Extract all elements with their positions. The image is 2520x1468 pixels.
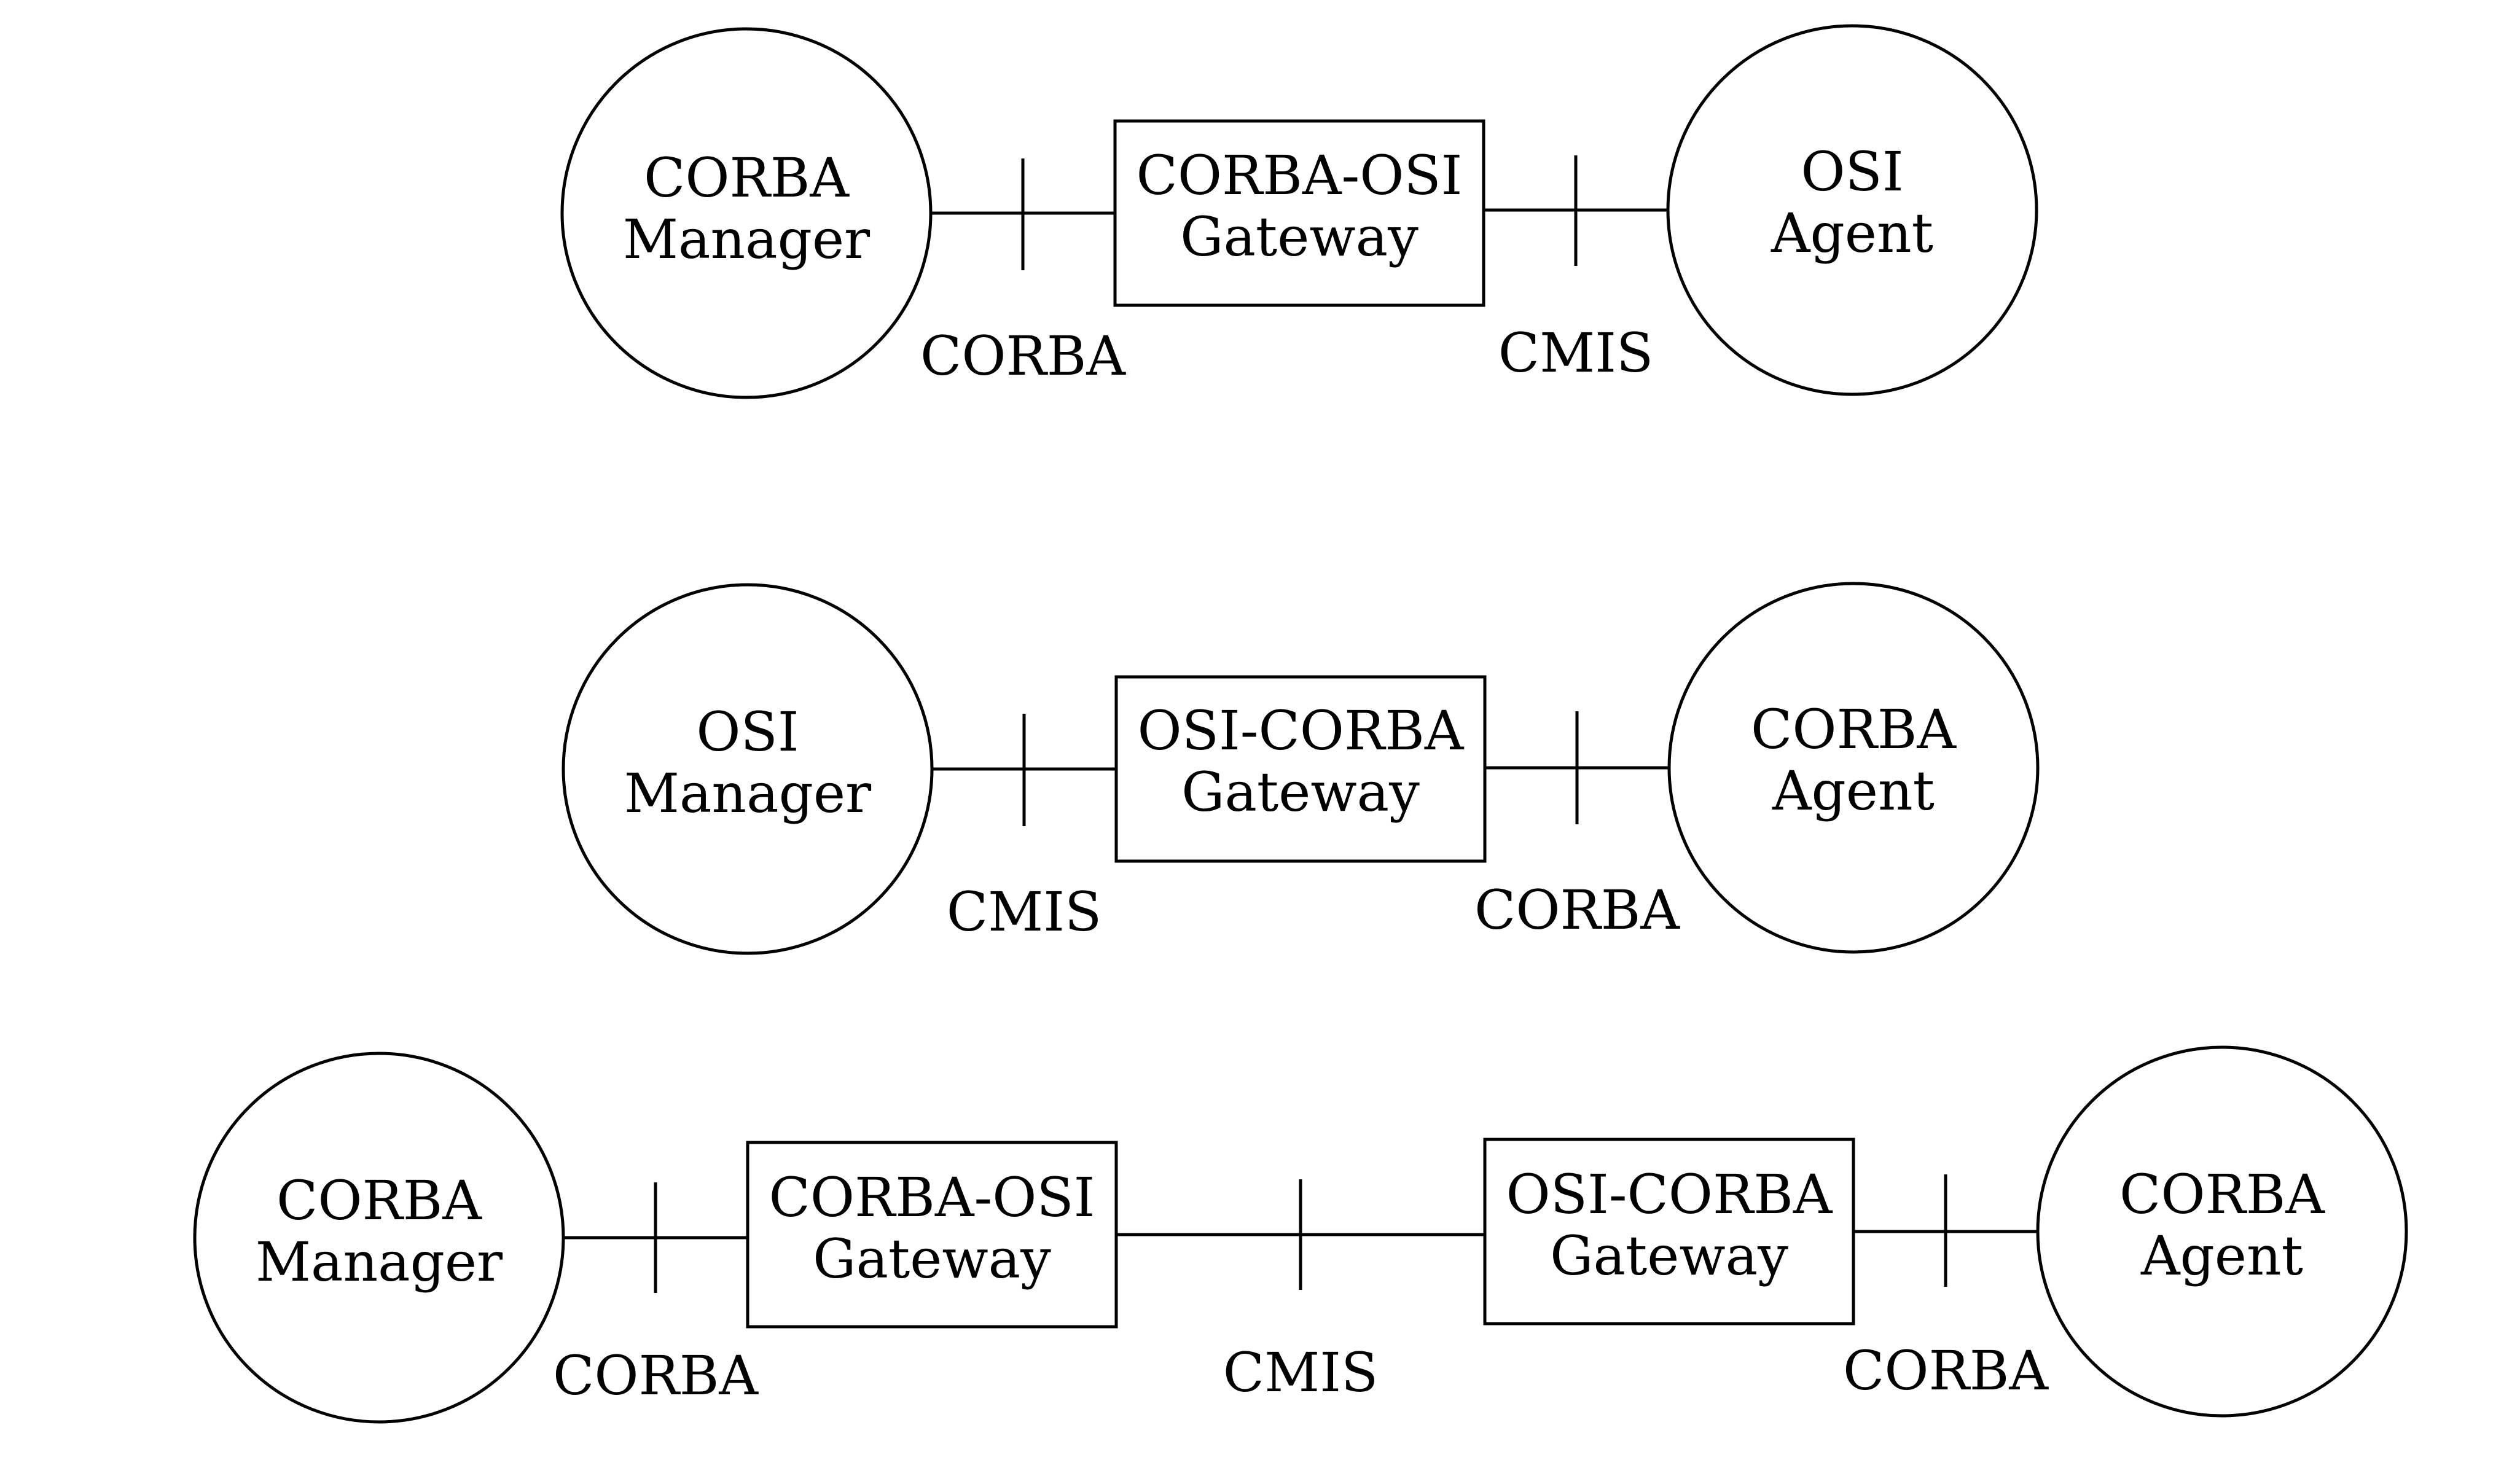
protocol-label: CMIS bbox=[1498, 321, 1653, 385]
gateway-label-line1: OSI-CORBA bbox=[1506, 1163, 1833, 1226]
corba-agent-node bbox=[2036, 1045, 2408, 1418]
node-label-line2: Manager bbox=[624, 762, 872, 825]
row-1-corba-manager-to-osi-agent: CORBA Manager CORBA-OSI Gateway OSI Agen… bbox=[560, 24, 2038, 399]
node-label-line1: CORBA bbox=[2119, 1163, 2325, 1226]
corba-manager-node bbox=[560, 27, 933, 399]
node-label-line1: OSI bbox=[696, 700, 799, 763]
osi-agent-node bbox=[1666, 24, 2038, 396]
corba-manager-node bbox=[193, 1052, 565, 1424]
osi-corba-gateway-box bbox=[1483, 1138, 1855, 1325]
node-label-line1: OSI bbox=[1801, 140, 1903, 203]
node-label-line2: Agent bbox=[2140, 1224, 2303, 1287]
gateway-label-line2: Gateway bbox=[1550, 1224, 1788, 1287]
protocol-label: CORBA bbox=[1843, 1339, 2049, 1402]
row-2-osi-manager-to-corba-agent: OSI Manager OSI-CORBA Gateway CORBA Agen… bbox=[562, 582, 2040, 955]
corba-osi-gateway-box bbox=[1113, 119, 1485, 307]
protocol-label: CMIS bbox=[1223, 1341, 1378, 1404]
osi-manager-node bbox=[562, 583, 934, 955]
osi-corba-gateway-box bbox=[1114, 675, 1487, 863]
node-label-line2: Manager bbox=[623, 208, 871, 271]
node-label-line1: CORBA bbox=[276, 1169, 482, 1232]
node-label-line1: CORBA bbox=[644, 146, 850, 209]
node-label-line2: Agent bbox=[1772, 759, 1935, 822]
protocol-label: CORBA bbox=[553, 1344, 759, 1407]
gateway-label-line2: Gateway bbox=[1181, 760, 1420, 824]
protocol-label: CMIS bbox=[947, 880, 1102, 943]
node-label-line2: Manager bbox=[256, 1230, 503, 1294]
gateway-label-line1: OSI-CORBA bbox=[1138, 699, 1465, 762]
gateway-label-line1: CORBA-OSI bbox=[1137, 144, 1463, 207]
protocol-label: CORBA bbox=[920, 324, 1126, 388]
node-label-line1: CORBA bbox=[1751, 698, 1957, 761]
row-3-corba-manager-to-corba-agent: CORBA Manager CORBA-OSI Gateway OSI-CORB… bbox=[193, 1045, 2408, 1424]
node-label-line2: Agent bbox=[1771, 201, 1933, 265]
gateway-label-line2: Gateway bbox=[1180, 205, 1418, 268]
protocol-label: CORBA bbox=[1474, 878, 1680, 942]
corba-agent-node bbox=[1667, 582, 2040, 954]
gateway-label-line2: Gateway bbox=[813, 1227, 1051, 1290]
corba-osi-gateway-box bbox=[746, 1141, 1118, 1329]
gateway-label-line1: CORBA-OSI bbox=[769, 1166, 1095, 1229]
